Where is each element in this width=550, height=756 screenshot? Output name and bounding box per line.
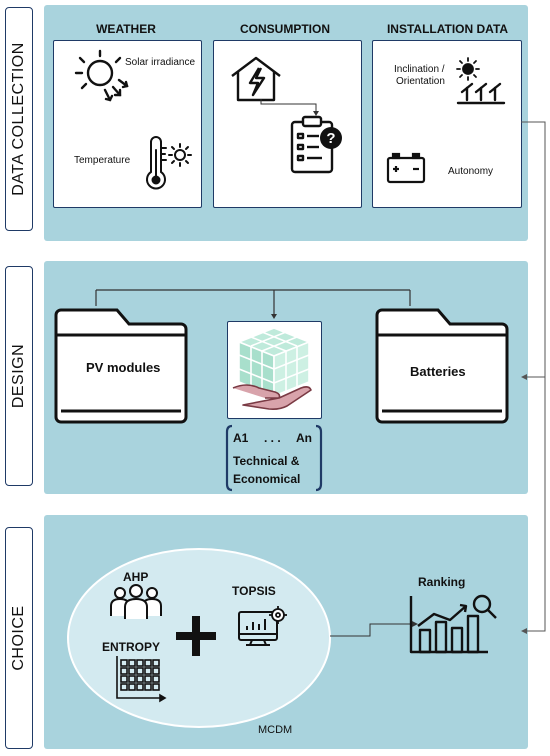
weather-title: WEATHER	[96, 22, 156, 36]
pv-modules-label: PV modules	[86, 360, 161, 375]
alternative-an: An	[296, 431, 312, 445]
weather-card	[53, 40, 202, 208]
side-label-design: DESIGN	[5, 266, 33, 486]
alternatives-bracket	[225, 424, 323, 492]
inclination-label-1: Inclination /	[394, 64, 445, 75]
entropy-label: ENTROPY	[102, 640, 161, 654]
consumption-arrow	[260, 99, 319, 116]
entropy-grid-icon	[116, 656, 167, 703]
choice-arrow	[330, 621, 418, 637]
battery-icon	[386, 152, 426, 184]
side-label-data-collection: DATA COLLECTION	[5, 7, 33, 231]
pv-folder-icon	[54, 308, 188, 424]
ranking-chart-icon	[409, 594, 497, 654]
mcdm-label: MCDM	[258, 724, 293, 736]
inclination-label-2: Orientation	[396, 76, 445, 87]
autonomy-label: Autonomy	[448, 166, 494, 177]
ahp-label: AHP	[123, 570, 149, 584]
svg-text:?: ?	[326, 130, 335, 147]
topsis-monitor-icon	[238, 606, 287, 646]
group-people-icon	[110, 584, 162, 619]
solar-irradiance-label: Solar irradiance	[125, 57, 196, 68]
sun-panels-icon	[456, 57, 506, 105]
consumption-card	[213, 40, 362, 208]
consumption-title: CONSUMPTION	[240, 22, 330, 36]
side-label-choice: CHOICE	[5, 527, 33, 749]
topsis-label: TOPSIS	[232, 584, 276, 598]
temperature-label: Temperature	[74, 155, 131, 166]
technical-label: Technical &	[233, 454, 300, 468]
clipboard-question-icon: ?	[290, 115, 342, 174]
sun-irradiance-icon	[74, 49, 129, 102]
installation-title: INSTALLATION DATA	[386, 22, 509, 36]
batteries-label: Batteries	[410, 364, 466, 379]
house-energy-icon	[231, 56, 281, 102]
ranking-label: Ranking	[418, 575, 466, 589]
cube-hand-icon	[232, 327, 312, 410]
economical-label: Economical	[233, 472, 301, 486]
alternative-a1: A1	[233, 431, 249, 445]
alternative-dots: . . .	[264, 431, 281, 445]
thermometer-icon	[146, 136, 192, 190]
plus-icon	[176, 616, 216, 656]
batteries-folder-icon	[375, 308, 509, 424]
installation-card	[372, 40, 522, 208]
